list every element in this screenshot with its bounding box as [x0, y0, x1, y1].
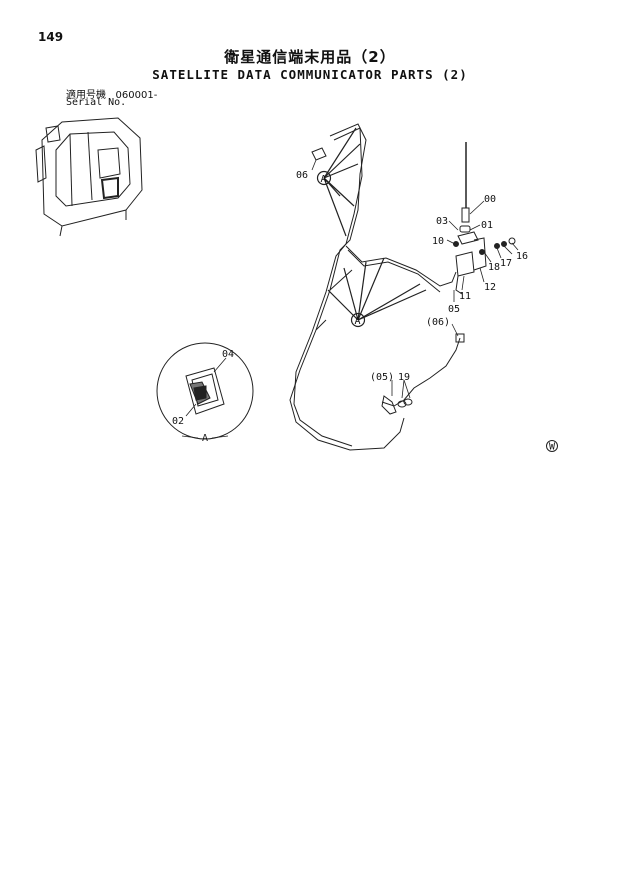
page-number: 149: [38, 30, 64, 44]
detail-a-marker-upper: [316, 170, 332, 186]
callout-05-parenthesized: (05): [370, 372, 394, 383]
serial-value: 060001-: [115, 90, 158, 101]
detail-a-leader-lines-lower: [327, 257, 427, 321]
detail-a-caption: A: [202, 433, 208, 444]
antenna-assembly: [453, 142, 516, 295]
serial-label-english: Serial No.: [66, 97, 127, 108]
w-mark-circle: [546, 440, 558, 452]
callout-18: 18: [488, 262, 500, 273]
cab-thumbnail-illustration: [35, 117, 143, 237]
clip-06-illustration: [311, 147, 327, 161]
callout-05: 05: [448, 304, 460, 315]
callout-01: 01: [481, 220, 493, 231]
callout-11: 11: [459, 291, 471, 302]
detail-a-marker-label-lower: A: [355, 316, 361, 327]
w-mark: W: [549, 442, 556, 453]
callout-16: 16: [516, 251, 528, 262]
callout-02: 02: [172, 416, 184, 427]
upper-cable-harness: [289, 123, 457, 451]
detail-a-marker-lower: [350, 312, 366, 328]
page-title-english: SATELLITE DATA COMMUNICATOR PARTS (2): [152, 67, 468, 82]
callout-12: 12: [484, 282, 496, 293]
detail-a-view: [156, 342, 254, 440]
detail-a-marker-label-upper: A: [321, 174, 327, 185]
callout-06: 06: [296, 170, 308, 181]
callout-19: 19: [398, 372, 410, 383]
page-title-japanese: 衛星通信端末用品（2）: [224, 48, 396, 66]
callout-00: 00: [484, 194, 496, 205]
callout-labels: 00 01 03 10 18 17 16 11 12 05 (06) (05) …: [172, 170, 556, 453]
callout-04: 04: [222, 349, 234, 360]
serial-applicability: 適用号機 060001-: [66, 86, 157, 101]
callout-10: 10: [432, 236, 444, 247]
callout-leader-lines: [311, 159, 519, 399]
callout-03: 03: [436, 216, 448, 227]
callout-06-parenthesized: (06): [426, 317, 450, 328]
serial-label-japanese: 適用号機: [66, 90, 106, 101]
callout-17: 17: [500, 258, 512, 269]
connector-cable: [381, 333, 465, 415]
